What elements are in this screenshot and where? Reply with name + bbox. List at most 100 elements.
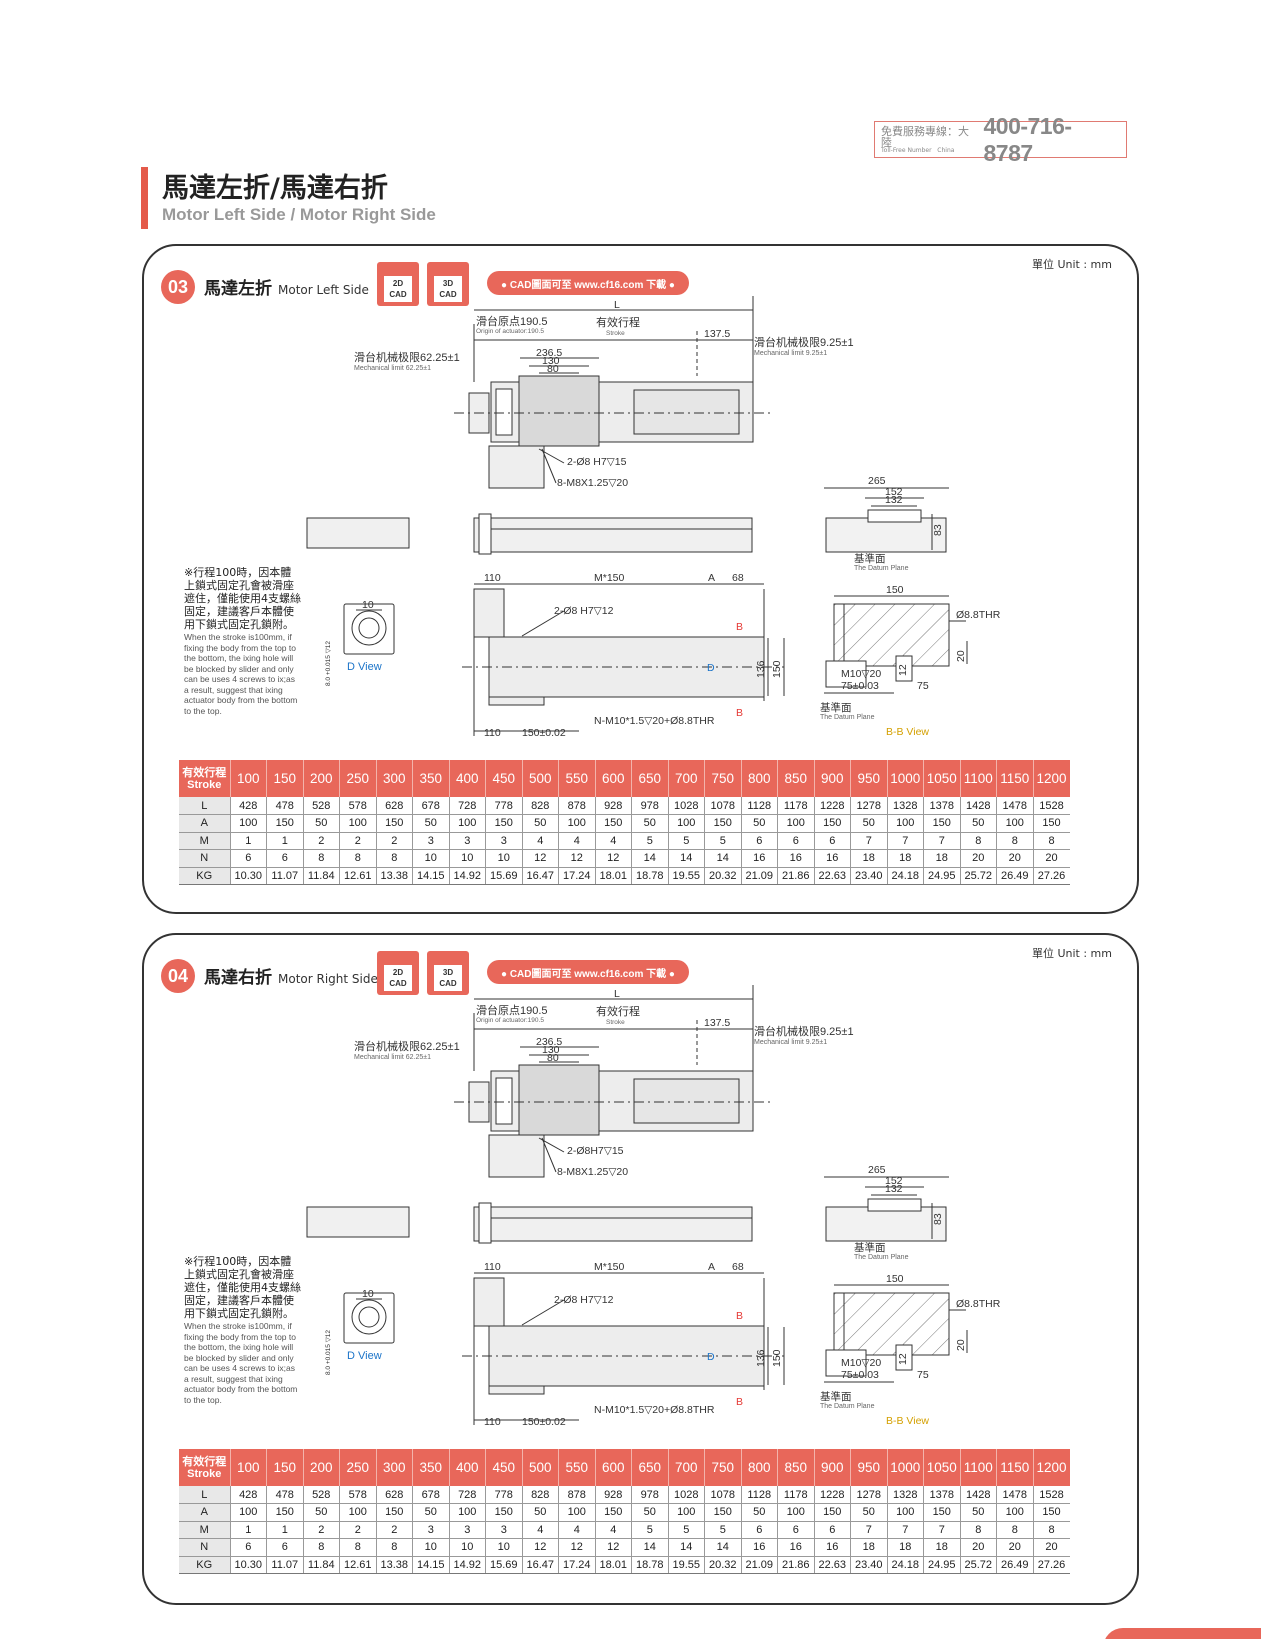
table-cell: 150 [1032,814,1070,833]
table-cell: 21.09 [740,1556,778,1574]
table-cell: 478 [266,1486,303,1504]
top-view [454,985,774,1178]
table-cell: 50 [412,1503,449,1522]
table-cell: 1478 [996,1486,1033,1504]
table-cell: 1128 [740,797,778,815]
hotline-label-en: Toll-Free Number [881,146,932,154]
cad-download-link[interactable]: ● CAD圖面可至 www.cf16.com 下載 ● [487,271,689,295]
datum-label-bb-en: The Datum Plane [820,1403,875,1410]
dim-68: 68 [732,572,744,584]
dim-mech-right-en: Mechanical limit 9.25±1 [754,1039,827,1046]
dim-m150: M*150 [594,572,625,584]
table-cell: 10 [412,1538,449,1557]
table-cell: 50 [302,814,340,833]
dim-10: 10 [362,1288,374,1300]
stroke-col-header: 700 [667,1449,705,1486]
table-cell: 14.15 [412,867,449,885]
dim-110: 110 [484,572,501,584]
table-cell: 150 [375,814,413,833]
table-cell: 18.01 [594,867,632,885]
stroke-col-header: 500 [521,760,559,797]
cross-section-view [824,1176,949,1242]
table-cell: 6 [777,1521,814,1539]
table-cell: 24.95 [923,867,960,885]
table-cell: 728 [448,797,486,815]
table-cell: 8 [339,1538,376,1557]
table-cell: 18.78 [631,1556,668,1574]
stroke-col-header: 1100 [959,760,997,797]
hotline-label-china: China [937,146,955,154]
table-cell: 100 [667,1503,705,1522]
table-cell: 50 [850,814,887,833]
section-title-zh: 馬達右折 [204,968,272,988]
dim-80: 80 [547,1052,559,1064]
table-cell: 4 [558,832,595,850]
table-cell: 24.95 [923,1556,960,1574]
stroke-col-header: 450 [485,1449,522,1486]
table-cell: 4 [594,832,632,850]
table-cell: 8 [339,849,376,868]
marker-d: D [707,1351,715,1363]
dim-hole-h7-12: 2-Ø8 H7▽12 [554,1294,614,1306]
table-cell: 8 [302,1538,340,1557]
stroke-col-header: 400 [448,1449,486,1486]
table-cell: 150 [375,1503,413,1522]
stroke-col-header: 650 [631,1449,668,1486]
table-cell: 100 [558,1503,595,1522]
table-cell: 13.38 [375,1556,413,1574]
table-cell: 150 [266,1503,303,1522]
stroke-col-header: 750 [704,760,741,797]
stroke-col-header: 150 [266,760,303,797]
table-cell: 678 [412,1486,449,1504]
dim-265: 265 [868,1164,886,1176]
stroke-col-header: 500 [521,1449,559,1486]
table-cell: 4 [521,1521,559,1539]
page-title: 馬達左折/馬達右折 [162,173,388,204]
dim-hole-h7-12: 2-Ø8 H7▽12 [554,605,614,617]
stroke-col-header: 900 [813,760,851,797]
table-cell: 22.63 [813,867,851,885]
dim-origin: 滑台原点190.5 [476,1003,548,1017]
dim-265: 265 [868,475,886,487]
table-cell: 1228 [813,1486,851,1504]
stroke-col-header: 800 [740,1449,778,1486]
cross-section-view [824,487,949,553]
table-cell: 7 [923,1521,960,1539]
stroke-col-header: 550 [558,760,595,797]
table-cell: 25.72 [959,867,997,885]
dim-stroke: 有效行程 [596,1004,640,1018]
marker-d: D [707,662,715,674]
table-cell: 2 [302,832,340,850]
dim-L: L [614,988,620,1000]
stroke-header-zh: 有效行程 [182,766,227,779]
table-cell: 778 [485,797,522,815]
table-cell: 20 [1032,1538,1070,1557]
dim-stroke-en: Stroke [606,330,625,337]
section-title-zh: 馬達左折 [204,279,272,299]
dim-152: 152 [885,1175,903,1187]
table-cell: 4 [558,1521,595,1539]
table-cell: 150 [266,814,303,833]
table-cell: 20 [959,1538,997,1557]
table-cell: 1078 [704,1486,741,1504]
table-cell: 5 [704,1521,741,1539]
bb-section-view [824,595,968,694]
dim-137-5: 137.5 [704,1017,730,1029]
table-cell: 25.72 [959,1556,997,1574]
dim-130: 130 [542,355,560,367]
table-cell: 16 [740,1538,778,1557]
stroke-col-header: 1200 [1032,760,1070,797]
table-cell: 20.32 [704,867,741,885]
table-cell: 23.40 [850,867,887,885]
cad-download-link[interactable]: ● CAD圖面可至 www.cf16.com 下載 ● [487,960,689,984]
table-cell: 3 [485,832,522,850]
table-cell: 1478 [996,797,1033,815]
row-label: KG [179,867,230,885]
